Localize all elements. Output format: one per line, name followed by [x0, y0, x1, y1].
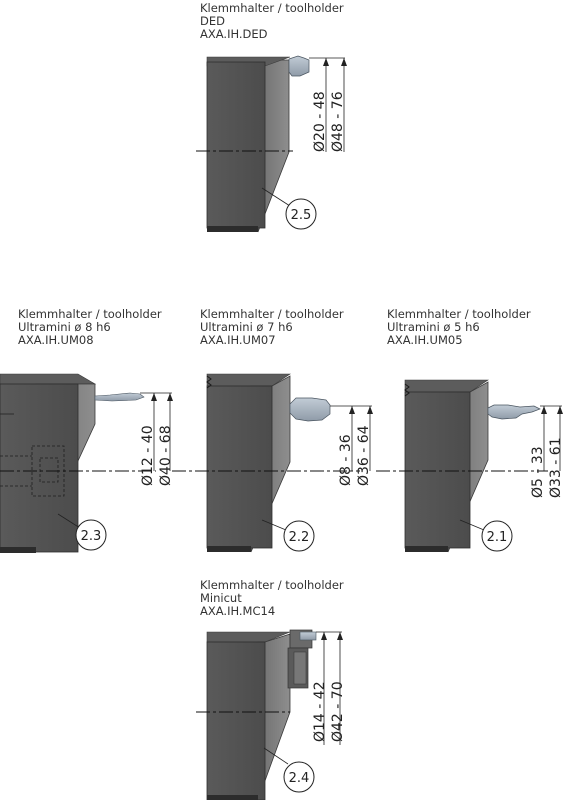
holder-mc14-dim-arrow: [321, 632, 327, 640]
holder-mc14-type: Minicut: [200, 591, 242, 605]
holder-ded-drawing: Ø20 - 48 Ø48 - 76 2.5: [196, 55, 347, 233]
holder-um08-front-face: [0, 383, 79, 553]
holder-label-ded: Klemmhalter / toolholder DED AXA.IH.DED: [200, 2, 344, 41]
holder-um08-drawing: Ø12 - 40 Ø40 - 68 2.3: [0, 373, 174, 553]
holder-mc14-drawing: Ø14 - 42 Ø42 - 70 2.4: [196, 629, 346, 800]
holder-mc14-dim-inner: Ø14 - 42: [312, 681, 328, 742]
holder-um08-callout-circle: [75, 519, 107, 551]
holder-um07-type: Ultramini ø 7 h6: [200, 320, 293, 334]
holder-um07-drawing: Ø8 - 36 Ø36 - 64 2.2: [172, 373, 373, 553]
holder-um07-serration: [206, 375, 212, 389]
holder-um05-dim-arrow-outer: [557, 406, 563, 414]
holder-label-um08: Klemmhalter / toolholder Ultramini ø 8 h…: [18, 308, 162, 347]
holder-um08-callout-text: 2.3: [81, 529, 102, 544]
holder-label-um07: Klemmhalter / toolholder Ultramini ø 7 h…: [200, 308, 344, 347]
holder-ded-front-face: [206, 61, 266, 229]
holder-um07-code: AXA.IH.UM07: [200, 333, 276, 347]
holder-um05-dim-inner: Ø5 - 33: [530, 446, 546, 498]
holder-ded-dim-inner: Ø20 - 48: [312, 91, 328, 152]
holder-mc14-callout-circle: [283, 761, 315, 793]
holder-um08-dim-arrow-outer: [167, 393, 173, 401]
holder-um05-title: Klemmhalter / toolholder: [387, 307, 531, 321]
holder-um07-base-strip: [207, 546, 251, 552]
holder-mc14-dim-arrow-outer: [337, 632, 343, 640]
holder-um08-title: Klemmhalter / toolholder: [18, 307, 162, 321]
holder-ded-base-strip: [207, 226, 258, 232]
holder-um08-dim-inner: Ø12 - 40: [140, 425, 156, 486]
holder-um07-dim-arrow-outer: [367, 406, 373, 414]
holder-um08-callout-leader: [57, 513, 81, 529]
holder-um05-dim-arrow: [541, 406, 547, 414]
holder-um07-dim-inner: Ø8 - 36: [338, 434, 354, 486]
holder-um08-top-face: [0, 373, 97, 385]
holder-ded-callout-circle: [285, 198, 317, 230]
holder-um08-code: AXA.IH.UM08: [18, 333, 94, 347]
holder-um05-drawing: Ø5 - 33 Ø33 - 61 2.1: [376, 379, 564, 553]
holder-um07-callout-circle: [283, 520, 315, 552]
holder-um05-type: Ultramini ø 5 h6: [387, 320, 480, 334]
holder-ded-dim-arrow: [323, 58, 329, 66]
holder-mc14-callout-text: 2.4: [289, 771, 310, 786]
holder-um07-title: Klemmhalter / toolholder: [200, 307, 344, 321]
holder-um08-base-strip: [0, 547, 36, 553]
holder-ded-code: AXA.IH.DED: [200, 27, 268, 41]
holder-um08-type: Ultramini ø 8 h6: [18, 320, 111, 334]
holder-um05-serration: [404, 383, 410, 397]
holder-mc14-dim-outer: Ø42 - 70: [330, 681, 346, 742]
holder-ded-dim-outer: Ø48 - 76: [330, 91, 346, 152]
holder-mc14-insert: [287, 629, 317, 689]
holder-ded-callout-text: 2.5: [291, 208, 312, 223]
holder-um07-insert: [289, 397, 331, 422]
holder-mc14-code: AXA.IH.MC14: [200, 604, 276, 618]
holder-um05-callout-leader: [459, 519, 485, 531]
holder-um05-callout-text: 2.1: [487, 530, 508, 545]
holder-ded-callout-leader: [261, 187, 291, 207]
holder-mc14-title: Klemmhalter / toolholder: [200, 578, 344, 592]
holder-um05-code: AXA.IH.UM05: [387, 333, 463, 347]
holder-um08-dim-outer: Ø40 - 68: [158, 425, 174, 486]
holder-um07-callout-text: 2.2: [289, 530, 310, 545]
holder-ded-dim-arrow-outer: [341, 58, 347, 66]
holder-um07-dim-outer: Ø36 - 64: [356, 425, 372, 486]
holder-um05-callout-circle: [481, 520, 513, 552]
holder-mc14-base-strip: [207, 795, 258, 800]
holder-um07-dim-arrow: [349, 406, 355, 414]
holder-um08-dim-arrow: [151, 393, 157, 401]
holder-um07-front-face: [206, 385, 273, 549]
holder-ded-title: Klemmhalter / toolholder: [200, 1, 344, 15]
holder-mc14-front-face: [206, 641, 266, 800]
holder-ded-insert: [288, 55, 310, 77]
holder-um07-callout-leader: [261, 519, 287, 531]
holder-um05-base-strip: [405, 546, 448, 552]
holder-um05-front-face: [404, 391, 471, 549]
holder-ded-type: DED: [200, 14, 225, 28]
holder-um05-dim-outer: Ø33 - 61: [548, 437, 564, 498]
holder-mc14-callout-leader: [263, 747, 289, 765]
holder-label-mc14: Klemmhalter / toolholder Minicut AXA.IH.…: [200, 579, 344, 618]
holder-label-um05: Klemmhalter / toolholder Ultramini ø 5 h…: [387, 308, 531, 347]
holder-um05-insert: [487, 404, 541, 420]
holder-um08-insert: [94, 392, 145, 402]
